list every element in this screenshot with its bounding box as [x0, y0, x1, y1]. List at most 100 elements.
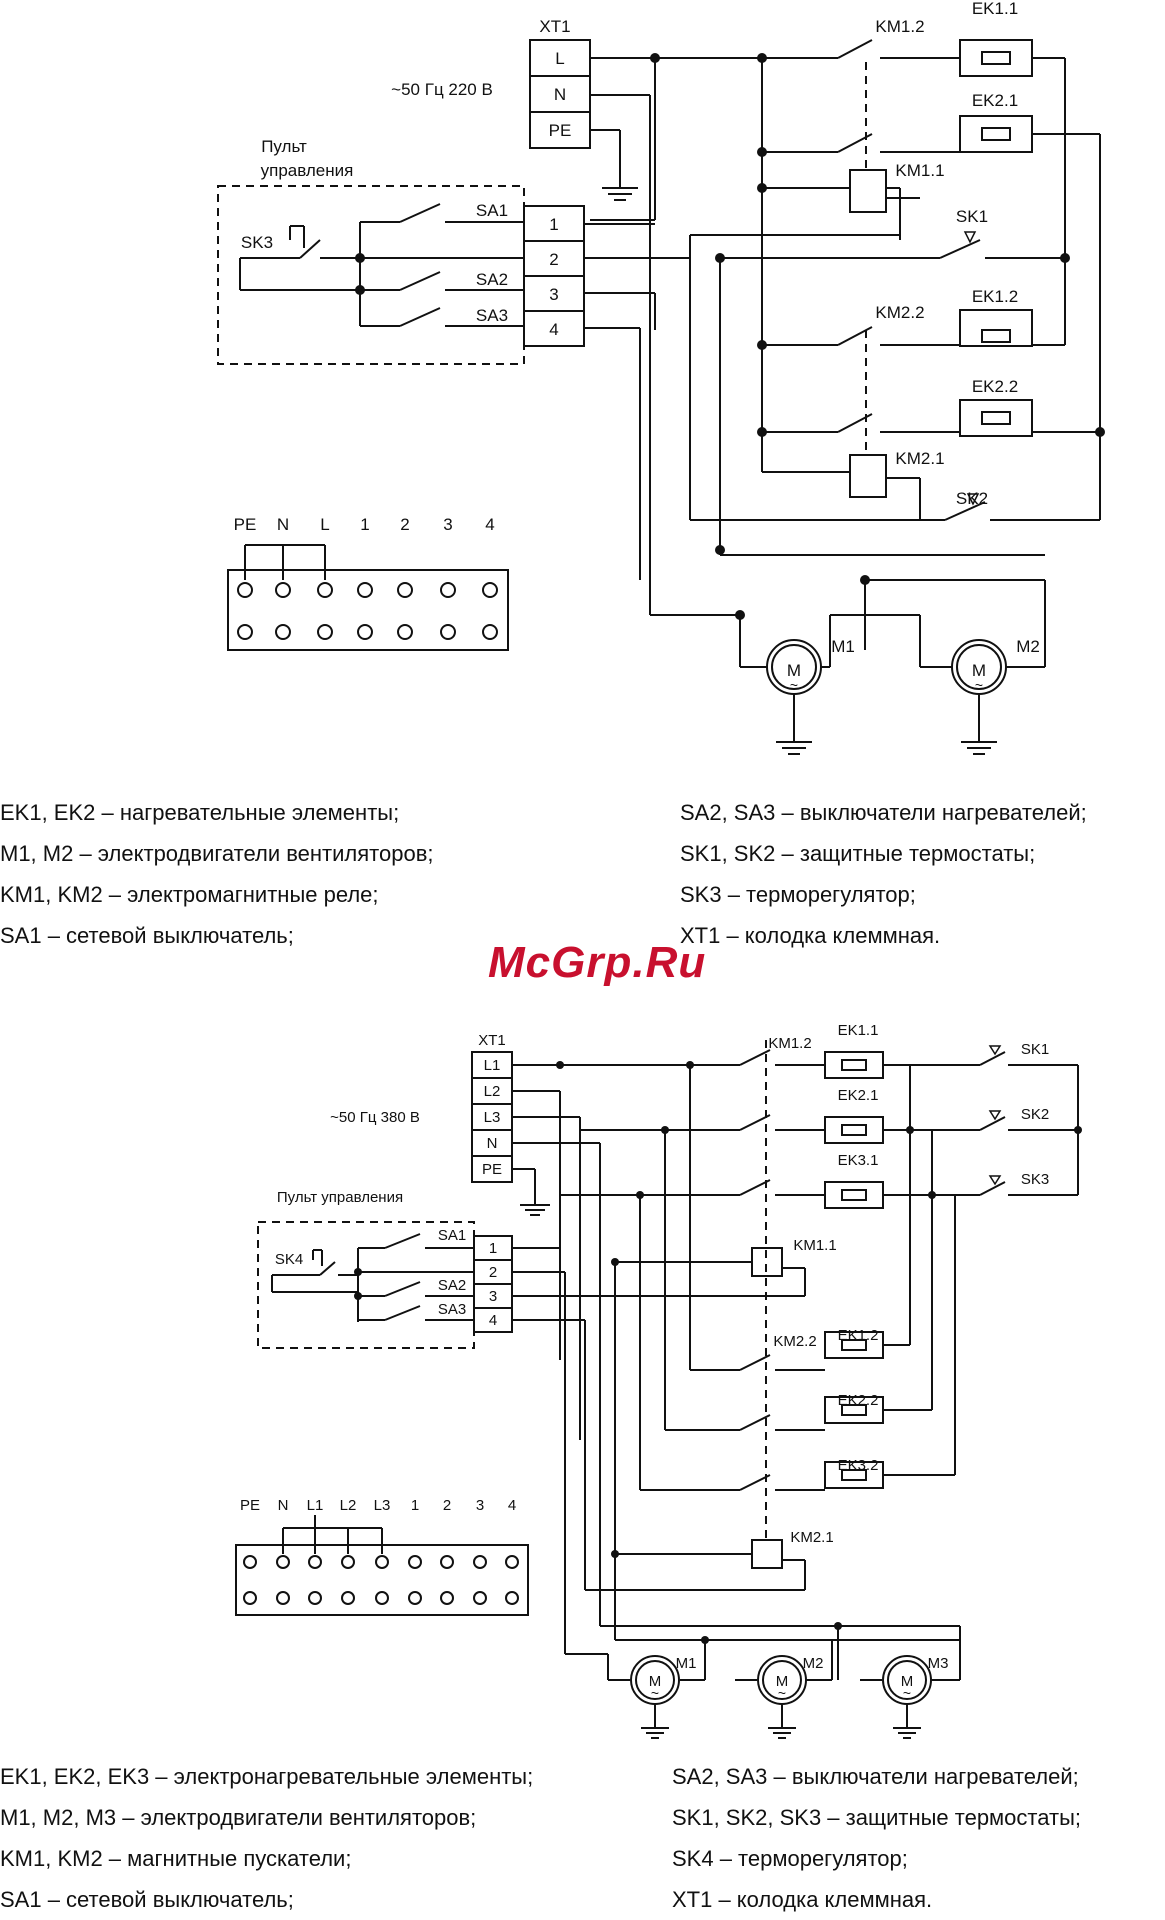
m1-symbol-2: M [649, 1673, 662, 1690]
strip1-screws [237, 582, 498, 640]
sk2-label-2: SK2 [1021, 1106, 1049, 1123]
panel-title-line2: управления [261, 161, 354, 180]
m3-symbol-2: M [901, 1673, 914, 1690]
km1-2-label: KM1.2 [875, 17, 924, 36]
ek3-1-label-2: EK3.1 [838, 1152, 879, 1169]
sa2-label: SA2 [476, 270, 508, 289]
legend-2-right: SA2, SA3 – выключатели нагревателей; SK1… [672, 1756, 1081, 1920]
strip1-label-pe: PE [234, 515, 257, 534]
m2-symbol-2: M [776, 1673, 789, 1690]
m2-symbol: M [972, 661, 986, 680]
legend-1-right-item: SK3 – терморегулятор; [680, 882, 916, 907]
strip2-screws [243, 1555, 519, 1605]
m3-tilde-2: ~ [903, 1685, 911, 1701]
ek2-1-label-2: EK2.1 [838, 1087, 879, 1104]
km2-2-label: KM2.2 [875, 303, 924, 322]
m1-symbol: M [787, 661, 801, 680]
legend-2-left-item: EK1, EK2, EK3 – электронагревательные эл… [0, 1764, 534, 1789]
ek2-2-label-2: EK2.2 [838, 1392, 879, 1409]
legend-2-left-item: KM1, KM2 – магнитные пускатели; [0, 1846, 352, 1871]
strip1-label-l: L [320, 515, 329, 534]
panel2-terminal-4: 4 [489, 1312, 497, 1329]
diagram-2 [235, 1040, 1079, 1739]
strip2-label-l3: L3 [374, 1497, 391, 1514]
strip2-label-l1: L1 [307, 1497, 324, 1514]
strip1-label-n: N [277, 515, 289, 534]
diagram-1 [217, 39, 1101, 755]
m2-label-2: M2 [803, 1655, 824, 1672]
km2-1-label-2: KM2.1 [790, 1529, 833, 1546]
panel2-terminal-3: 3 [489, 1288, 497, 1305]
panel-terminal-1: 1 [549, 215, 558, 234]
legend-1-left-item: KM1, KM2 – электромагнитные реле; [0, 882, 379, 907]
strip2-label-1: 1 [411, 1497, 419, 1514]
km2-1-label: KM2.1 [895, 449, 944, 468]
heater-ek1-2 [959, 309, 1033, 347]
terminal-strip-1 [227, 569, 509, 651]
panel2-terminal-2: 2 [489, 1264, 497, 1281]
m1-label: M1 [831, 637, 855, 656]
legend-1-right: SA2, SA3 – выключатели нагревателей; SK1… [680, 792, 1087, 956]
heater-ek2-2 [959, 399, 1033, 437]
panel-title-line1: Пульт [261, 137, 307, 156]
terminal-l2: L2 [484, 1083, 501, 1100]
strip2-label-pe: PE [240, 1497, 260, 1514]
strip2-label-l2: L2 [340, 1497, 357, 1514]
heater-ek1-1 [959, 39, 1033, 77]
junction-dots [354, 53, 1105, 1644]
panel-terminal-4: 4 [549, 320, 558, 339]
heater-ek3-1-3ph [824, 1181, 884, 1209]
sk2-label: SK2 [956, 489, 988, 508]
legend-2-left: EK1, EK2, EK3 – электронагревательные эл… [0, 1756, 533, 1920]
km2-2-label-2: KM2.2 [773, 1333, 816, 1350]
terminal-n: N [554, 85, 566, 104]
ek1-2-label-2: EK1.2 [838, 1327, 879, 1344]
m1-label-2: M1 [676, 1655, 697, 1672]
control-panel-box-2 [257, 1221, 475, 1349]
legend-2-right-item: SK1, SK2, SK3 – защитные термостаты; [672, 1805, 1081, 1830]
strip1-label-4: 4 [485, 515, 494, 534]
panel-terminal-2: 2 [549, 250, 558, 269]
strip2-label-3: 3 [476, 1497, 484, 1514]
sk1-label: SK1 [956, 207, 988, 226]
terminal-pe-2: PE [482, 1161, 502, 1178]
ek3-2-label-2: EK3.2 [838, 1457, 879, 1474]
coil-km2-1 [849, 454, 887, 498]
terminal-n-2: N [487, 1135, 498, 1152]
legend-1-left: EK1, EK2 – нагревательные элементы; M1, … [0, 792, 434, 956]
strip2-label-n: N [278, 1497, 289, 1514]
legend-1-right-item: SK1, SK2 – защитные термостаты; [680, 841, 1036, 866]
ek2-2-label: EK2.2 [972, 377, 1018, 396]
legend-2-right-item: XT1 – колодка клеммная. [672, 1887, 933, 1912]
m1-tilde: ~ [790, 677, 798, 693]
panel2-terminal-1: 1 [489, 1240, 497, 1257]
legend-1-right-item: SA2, SA3 – выключатели нагревателей; [680, 800, 1087, 825]
coil-km1-1 [849, 169, 887, 213]
terminal-l: L [555, 49, 564, 68]
legend-1-left-item: SA1 – сетевой выключатель; [0, 923, 294, 948]
ek2-1-label: EK2.1 [972, 91, 1018, 110]
sa2-label-2: SA2 [438, 1277, 466, 1294]
sk1-label-2: SK1 [1021, 1041, 1049, 1058]
terminal-pe: PE [549, 121, 572, 140]
strip2-label-2: 2 [443, 1497, 451, 1514]
ek1-1-label: EK1.1 [972, 0, 1018, 18]
coil-km2-1-3ph [751, 1539, 783, 1569]
m2-tilde-2: ~ [778, 1685, 786, 1701]
strip1-label-1: 1 [360, 515, 369, 534]
m2-label: M2 [1016, 637, 1040, 656]
supply-label: ~50 Гц 220 В [391, 80, 493, 99]
supply-label-2: ~50 Гц 380 В [330, 1109, 420, 1126]
sa3-label: SA3 [476, 306, 508, 325]
panel-title-2: Пульт управления [277, 1189, 403, 1206]
strip1-label-2: 2 [400, 515, 409, 534]
sa1-label: SA1 [476, 201, 508, 220]
legend-2-left-item: SA1 – сетевой выключатель; [0, 1887, 294, 1912]
xt1-label-2: XT1 [478, 1032, 506, 1049]
legend-2-left-item: M1, M2, M3 – электродвигатели вентилятор… [0, 1805, 477, 1830]
m1-tilde-2: ~ [651, 1685, 659, 1701]
sk3-label: SK3 [241, 233, 273, 252]
sa1-label-2: SA1 [438, 1227, 466, 1244]
heater-ek2-1 [959, 115, 1033, 153]
strip2-label-4: 4 [508, 1497, 516, 1514]
